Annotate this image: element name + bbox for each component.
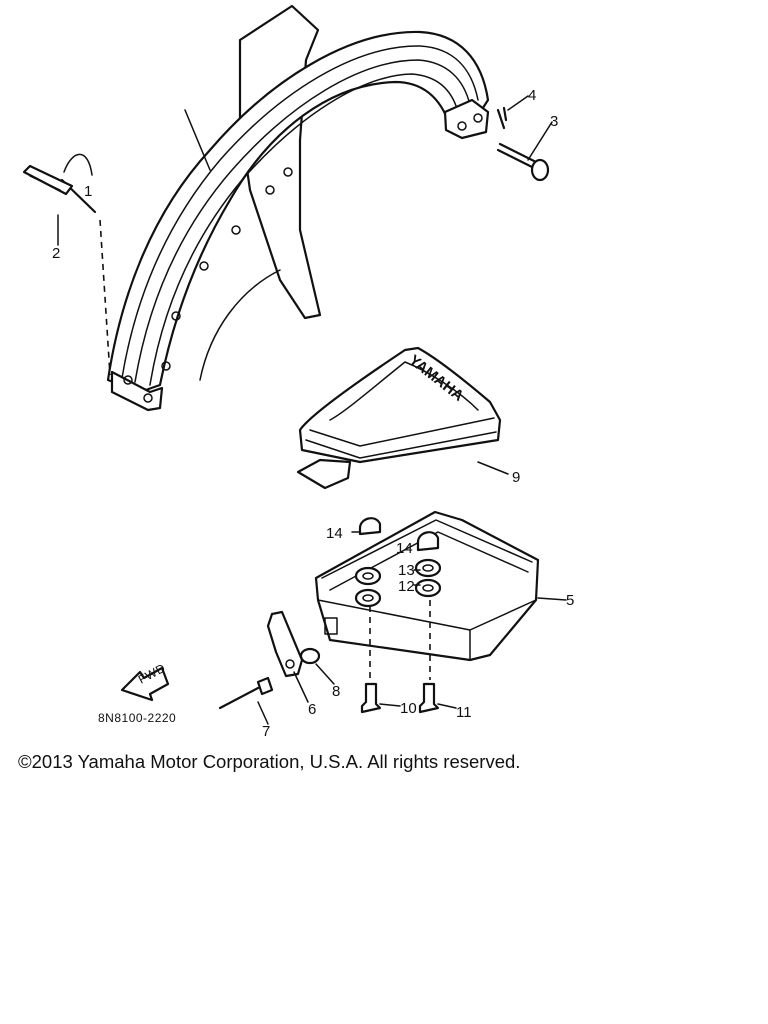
forward-arrow-icon: FWD [120, 661, 170, 702]
callout-5: 5 [566, 592, 574, 609]
battery-cover-part: YAMAHA [296, 346, 509, 490]
bolt-10-part [360, 682, 401, 714]
part-code: 8N8100-2220 [98, 711, 176, 725]
callout-14a: 14 [326, 525, 343, 542]
callout-6: 6 [308, 701, 316, 718]
callout-4: 4 [528, 87, 536, 104]
callout-3: 3 [550, 113, 558, 130]
callout-13: 13 [398, 562, 415, 579]
battery-case-part [314, 510, 567, 680]
copyright-notice: ©2013 Yamaha Motor Corporation, U.S.A. A… [18, 751, 521, 772]
callout-2: 2 [52, 245, 60, 262]
callout-8: 8 [332, 683, 340, 700]
bolt-11-part [418, 682, 457, 714]
callout-11: 11 [456, 704, 472, 721]
washer-8-part [299, 647, 335, 685]
bolt-part [496, 121, 553, 182]
bracket-part [266, 610, 309, 703]
callout-10: 10 [400, 700, 417, 717]
callout-7: 7 [262, 723, 270, 740]
fender-part [106, 4, 490, 412]
cotter-pin-part [496, 95, 529, 130]
washer-12-left [354, 588, 382, 608]
callout-1: 1 [84, 183, 92, 200]
nut-14-left [351, 517, 382, 536]
callout-12: 12 [398, 578, 415, 595]
clip-part [22, 164, 74, 246]
washer-13-right [414, 558, 442, 578]
nut-14-right [416, 531, 440, 552]
callout-14b: 14 [396, 540, 413, 557]
callout-labels: 1 2 3 4 9 14 14 13 12 5 8 6 7 10 11 [52, 87, 574, 740]
callout-9: 9 [512, 469, 520, 486]
washer-13-left [354, 566, 382, 586]
screw-part [218, 676, 274, 725]
washer-12-right [414, 578, 442, 598]
